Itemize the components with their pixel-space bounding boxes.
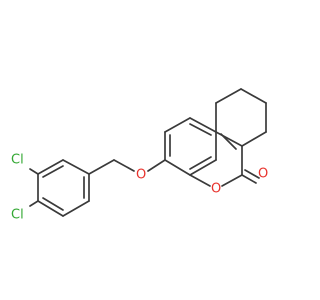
ring-oxygen-label: O (211, 182, 221, 197)
bond (215, 131, 243, 147)
bond (215, 88, 242, 104)
chlorine-label-upper: Cl (11, 153, 24, 168)
carbonyl-oxygen-label: O (258, 167, 268, 182)
bond (164, 159, 191, 176)
bond-ch2-o (113, 159, 135, 172)
double-bond-inner (189, 156, 212, 170)
bond (221, 174, 243, 187)
bond (241, 131, 267, 147)
ether-oxygen-label: O (136, 168, 146, 183)
lactone-ring (189, 131, 260, 187)
bond (37, 159, 64, 175)
bond (62, 159, 90, 175)
double-bond-inner (42, 197, 64, 211)
bond (164, 117, 191, 133)
bond (189, 159, 217, 176)
carbonyl-double-bond (241, 174, 257, 184)
benzopyranone-benzene-ring (164, 117, 217, 176)
molecule-structure: Cl Cl O O O (11, 88, 268, 223)
dichlorophenyl-ring (37, 159, 90, 217)
bond-to-cl-upper (29, 168, 39, 175)
bond (62, 200, 90, 217)
bond (189, 117, 217, 133)
bond (189, 174, 211, 187)
double-bond-inner (189, 123, 212, 136)
bond-to-cl-lower (29, 200, 39, 207)
chlorine-label-lower: Cl (11, 208, 24, 223)
carbonyl-double-bond (244, 169, 260, 179)
double-bond-inner (220, 133, 237, 150)
cyclohexene-ring (215, 88, 267, 150)
double-bond-inner (42, 165, 64, 178)
bond-o-aryl (147, 159, 166, 172)
bond (240, 88, 267, 104)
bond (37, 200, 64, 217)
bond-aryl-ch2 (88, 159, 115, 175)
